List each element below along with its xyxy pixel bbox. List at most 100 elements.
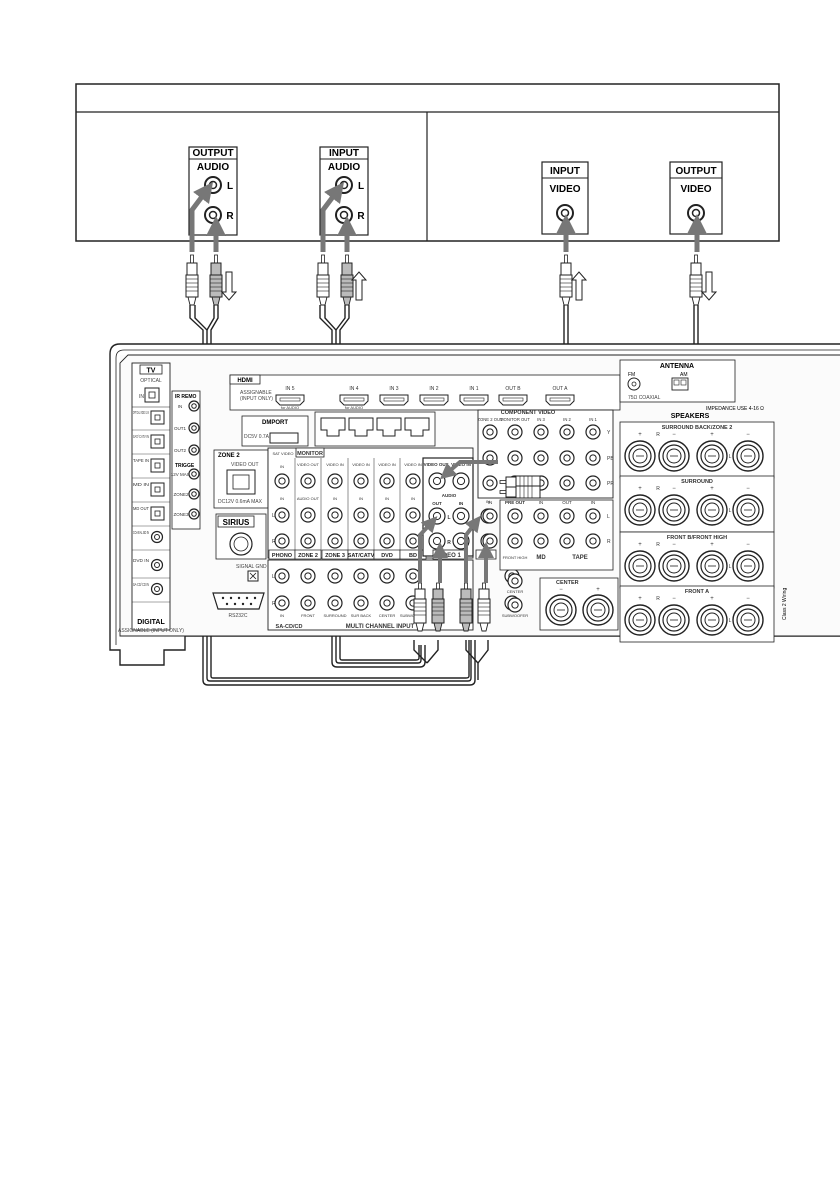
surround-terminal-1[interactable] (658, 494, 690, 526)
network-port-0[interactable] (320, 417, 346, 437)
fm-antenna-port[interactable] (627, 377, 641, 391)
component-y-jack-4[interactable] (585, 424, 601, 440)
input-audio-jack[interactable]: INPUT AUDIO L R (319, 146, 369, 236)
front-a-terminal-1[interactable] (658, 604, 690, 636)
multi-ch-jack-bot-0[interactable] (274, 595, 290, 611)
video-jack-4[interactable] (379, 473, 395, 489)
audio-l-jack-1[interactable] (300, 507, 316, 523)
coaxial-jack-5[interactable] (150, 530, 164, 544)
component-pb-jack-1[interactable] (507, 450, 523, 466)
network-port-1[interactable] (348, 417, 374, 437)
subwoofer-preout-jack[interactable] (507, 597, 523, 613)
optical-port-0[interactable] (150, 410, 165, 425)
network-port-2[interactable] (376, 417, 402, 437)
hdmi-port-4[interactable] (459, 394, 489, 406)
surround-back-terminal-0[interactable] (624, 440, 656, 472)
output-audio-jack[interactable]: OUTPUT AUDIO L R (188, 146, 238, 236)
audio-r-jack-0[interactable] (274, 533, 290, 549)
surround-back-terminal-1[interactable] (658, 440, 690, 472)
ir-jack-1[interactable] (188, 422, 200, 434)
front-a-terminal-0[interactable] (624, 604, 656, 636)
coaxial-jack-6[interactable] (150, 558, 164, 572)
surround-terminal-2[interactable] (696, 494, 728, 526)
audio-r-jack-1[interactable] (300, 533, 316, 549)
video1-audio-in-l-jack[interactable] (452, 507, 470, 525)
pre-row-jack-r-0[interactable] (482, 533, 498, 549)
surround-terminal-0[interactable] (624, 494, 656, 526)
ir-jack-0[interactable] (188, 400, 200, 412)
video1-video-out-jack[interactable] (428, 472, 446, 490)
component-pr-jack-0[interactable] (482, 475, 498, 491)
video1-audio-out-r-jack[interactable] (428, 532, 446, 550)
multi-ch-jack-bot-3[interactable] (353, 595, 369, 611)
trigger-jack-0[interactable] (188, 468, 200, 480)
audio-l-jack-5[interactable] (405, 507, 421, 523)
component-y-jack-0[interactable] (482, 424, 498, 440)
component-pb-jack-3[interactable] (559, 450, 575, 466)
audio-l-jack-3[interactable] (353, 507, 369, 523)
multi-ch-jack-top-1[interactable] (300, 568, 316, 584)
optical-port-1[interactable] (150, 434, 165, 449)
trigger-jack-1[interactable] (188, 488, 200, 500)
hdmi-port-3[interactable] (419, 394, 449, 406)
audio-l-jack-2[interactable] (327, 507, 343, 523)
component-y-jack-2[interactable] (533, 424, 549, 440)
component-pr-jack-3[interactable] (559, 475, 575, 491)
multi-ch-jack-bot-1[interactable] (300, 595, 316, 611)
center-terminal-minus[interactable] (545, 594, 577, 626)
hdmi-port-5[interactable] (498, 394, 528, 406)
audio-r-jack-2[interactable] (327, 533, 343, 549)
front-b-terminal-3[interactable] (732, 550, 764, 582)
multi-ch-jack-top-3[interactable] (353, 568, 369, 584)
pre-row-jack-l-1[interactable] (507, 508, 523, 524)
video-jack-3[interactable] (353, 473, 369, 489)
optical-port-4[interactable] (150, 506, 165, 521)
multi-ch-jack-bot-2[interactable] (327, 595, 343, 611)
front-a-terminal-2[interactable] (696, 604, 728, 636)
input-video-jack[interactable]: INPUT VIDEO (541, 161, 589, 235)
audio-r-jack-3[interactable] (353, 533, 369, 549)
trigger-jack-2[interactable] (188, 508, 200, 520)
output-video-jack[interactable]: OUTPUT VIDEO (669, 161, 723, 235)
pre-row-jack-l-0[interactable] (482, 508, 498, 524)
video-jack-5[interactable] (405, 473, 421, 489)
hdmi-port-6[interactable] (545, 394, 575, 406)
pre-row-jack-r-2[interactable] (533, 533, 549, 549)
network-port-3[interactable] (404, 417, 430, 437)
pre-row-jack-l-4[interactable] (585, 508, 601, 524)
sirius-port[interactable] (229, 532, 253, 556)
pre-row-jack-r-1[interactable] (507, 533, 523, 549)
audio-r-jack-4[interactable] (379, 533, 395, 549)
optical-port-2[interactable] (150, 458, 165, 473)
surround-back-terminal-2[interactable] (696, 440, 728, 472)
front-b-terminal-2[interactable] (696, 550, 728, 582)
audio-r-jack-5[interactable] (405, 533, 421, 549)
front-a-terminal-3[interactable] (732, 604, 764, 636)
center-terminal-plus[interactable] (582, 594, 614, 626)
component-pb-jack-2[interactable] (533, 450, 549, 466)
pre-row-jack-r-3[interactable] (559, 533, 575, 549)
tv-optical-port[interactable] (144, 387, 160, 403)
video1-video-in-jack[interactable] (452, 472, 470, 490)
video-jack-0[interactable] (274, 473, 290, 489)
hdmi-port-1[interactable] (339, 394, 369, 406)
zone2-port[interactable] (226, 469, 256, 495)
surround-terminal-3[interactable] (732, 494, 764, 526)
pre-row-jack-l-3[interactable] (559, 508, 575, 524)
am-antenna-terminal[interactable] (671, 377, 689, 391)
component-y-jack-3[interactable] (559, 424, 575, 440)
dmport-port[interactable] (269, 432, 299, 444)
component-pb-jack-4[interactable] (585, 450, 601, 466)
multi-ch-jack-bot-4[interactable] (379, 595, 395, 611)
multi-ch-jack-top-5[interactable] (405, 568, 421, 584)
multi-ch-jack-top-2[interactable] (327, 568, 343, 584)
hdmi-port-0[interactable] (275, 394, 305, 406)
video-jack-2[interactable] (327, 473, 343, 489)
optical-port-3[interactable] (150, 482, 165, 497)
center-preout-jack[interactable] (507, 573, 523, 589)
front-b-terminal-1[interactable] (658, 550, 690, 582)
audio-l-jack-0[interactable] (274, 507, 290, 523)
component-pr-jack-4[interactable] (585, 475, 601, 491)
component-y-jack-1[interactable] (507, 424, 523, 440)
pre-row-jack-r-4[interactable] (585, 533, 601, 549)
